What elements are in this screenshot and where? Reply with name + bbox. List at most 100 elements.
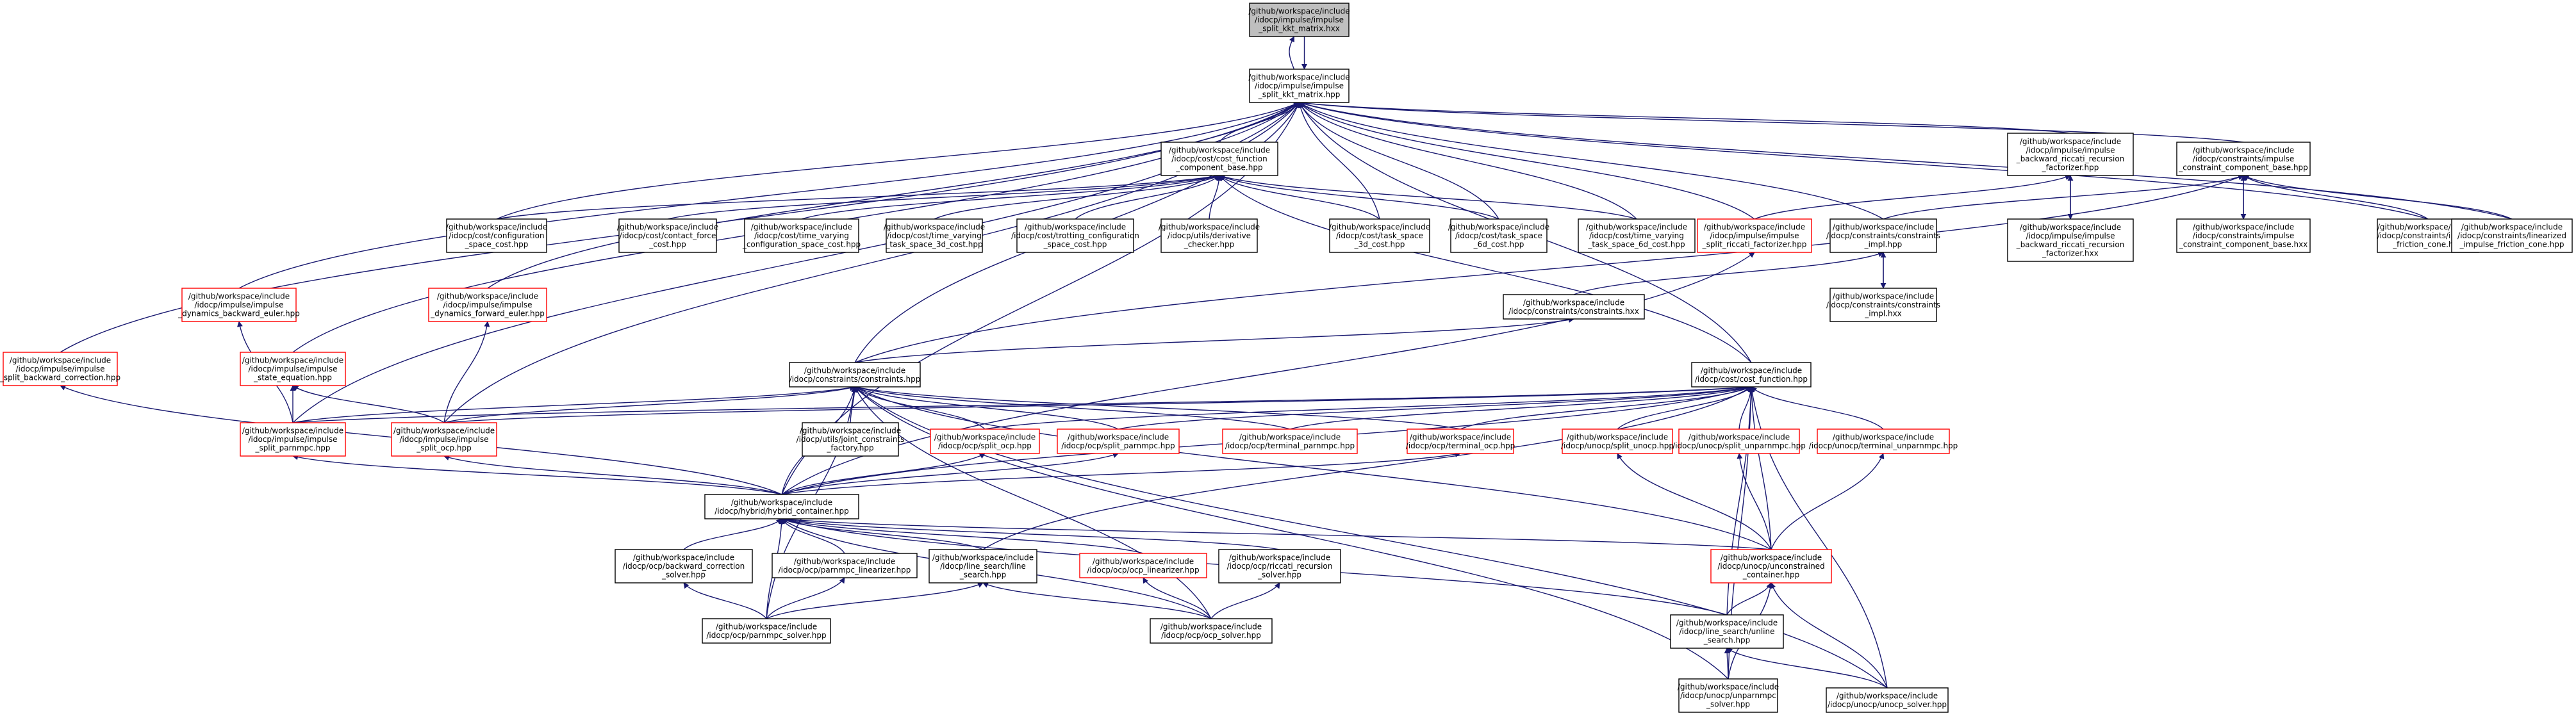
node-label-line: /github/workspace/include — [2020, 137, 2121, 146]
graph-node-n_isp[interactable]: /github/workspace/include/idocp/impulse/… — [240, 422, 346, 457]
graph-node-n_brf[interactable]: /github/workspace/include/idocp/impulse/… — [2007, 133, 2134, 176]
node-label-line: /idocp/impulse/impulse — [2026, 231, 2115, 240]
node-label-line: /github/workspace/include — [934, 432, 1036, 441]
edge-n_uc-to-n_cons — [854, 386, 1772, 550]
node-label-line: /idocp/cost/contact_force — [620, 231, 716, 240]
node-box — [1222, 428, 1358, 454]
node-box — [772, 553, 918, 578]
graph-node-n_bcs[interactable]: /github/workspace/include/idocp/ocp/back… — [615, 549, 753, 583]
graph-node-n_isrf[interactable]: /github/workspace/include/idocp/impulse/… — [1697, 218, 1812, 253]
graph-node-n_suocp[interactable]: /github/workspace/include/idocp/unocp/sp… — [1561, 428, 1674, 454]
graph-node-n_iso[interactable]: /github/workspace/include/idocp/impulse/… — [391, 422, 497, 457]
graph-node-n_tv6d[interactable]: /github/workspace/include/idocp/cost/tim… — [1578, 218, 1696, 253]
graph-node-n_dbe[interactable]: /github/workspace/include/idocp/impulse/… — [178, 288, 300, 322]
graph-node-n_chxx[interactable]: /github/workspace/include/idocp/constrai… — [1503, 294, 1645, 320]
node-box — [1407, 428, 1514, 454]
graph-node-n_ts6d[interactable]: /github/workspace/include/idocp/cost/tas… — [1448, 218, 1549, 253]
graph-node-n_jcf[interactable]: /github/workspace/include/idocp/utils/jo… — [797, 422, 905, 457]
node-label-line: _backward_riccati_recursion — [2016, 154, 2125, 163]
node-label-line: _space_cost.hpp — [465, 240, 529, 249]
graph-node-n_ts3d[interactable]: /github/workspace/include/idocp/cost/tas… — [1329, 218, 1430, 253]
graph-node-n_icb[interactable]: /github/workspace/include/idocp/constrai… — [2176, 142, 2311, 176]
node-label-line: _component_base.hpp — [1175, 163, 1262, 172]
graph-node-n_ocps[interactable]: /github/workspace/include/idocp/ocp/ocp_… — [1150, 618, 1273, 644]
edge-n_isp-to-n_cons — [292, 385, 855, 423]
graph-node-n_pml[interactable]: /github/workspace/include/idocp/ocp/parn… — [772, 553, 918, 578]
node-label-line: /idocp/impulse/impulse — [399, 435, 488, 444]
node-box — [1150, 618, 1273, 644]
graph-node-n_tunp[interactable]: /github/workspace/include/idocp/unocp/te… — [1809, 428, 1958, 454]
node-label-line: _impl.hpp — [1864, 240, 1903, 249]
graph-node-n_cimplhxx[interactable]: /github/workspace/include/idocp/constrai… — [1826, 288, 1940, 322]
node-label-line: /idocp/ocp/ocp_linearizer.hpp — [1087, 566, 1199, 575]
graph-node-n_cons[interactable]: /github/workspace/include/idocp/constrai… — [789, 362, 921, 388]
graph-node-n_unocps[interactable]: /github/workspace/include/idocp/unocp/un… — [1826, 687, 1949, 713]
edge-n_unocps-to-n_uc — [1770, 582, 1888, 689]
node-box — [1817, 428, 1950, 454]
node-box — [929, 549, 1037, 583]
node-label-line: /github/workspace/include — [1676, 619, 1778, 628]
node-box — [1057, 428, 1180, 454]
node-label-line: /github/workspace/include — [932, 553, 1034, 562]
graph-node-n_tvcfg[interactable]: /github/workspace/include/idocp/cost/tim… — [742, 218, 861, 253]
graph-node-n_hyb[interactable]: /github/workspace/include/idocp/hybrid/h… — [704, 494, 859, 519]
graph-node-n_uc[interactable]: /github/workspace/include/idocp/unocp/un… — [1710, 549, 1832, 583]
node-label-line: /github/workspace/include — [1068, 432, 1169, 441]
node-label-line: /github/workspace/include — [1159, 223, 1260, 232]
node-box — [1160, 142, 1278, 176]
graph-node-n_unpms[interactable]: /github/workspace/include/idocp/unocp/un… — [1678, 678, 1779, 713]
graph-node-n_tocp[interactable]: /github/workspace/include/idocp/ocp/term… — [1406, 428, 1515, 454]
graph-node-n_ccb[interactable]: /github/workspace/include/idocp/cost/cos… — [1160, 142, 1278, 176]
node-box — [1249, 69, 1350, 103]
node-label-line: /idocp/cost/time_varying — [1589, 231, 1684, 240]
edge-n_uc-to-n_sunp — [1737, 453, 1772, 550]
graph-node-n_tpar[interactable]: /github/workspace/include/idocp/ocp/term… — [1222, 428, 1358, 454]
graph-node-n_unls[interactable]: /github/workspace/include/idocp/line_sea… — [1670, 614, 1784, 649]
edge-n_ts6d-to-n_kkt — [1298, 102, 1499, 220]
graph-node-n_trot[interactable]: /github/workspace/include/idocp/cost/tro… — [1011, 218, 1139, 253]
node-label-line: _backward_riccati_recursion — [2016, 240, 2125, 249]
edge-n_spar-to-n_costf — [1118, 385, 1752, 430]
edge-n_tv6d-to-n_ccb — [1219, 174, 1637, 220]
node-label-line: /github/workspace/include — [1248, 7, 1350, 16]
graph-node-n_brfhxx[interactable]: /github/workspace/include/idocp/impulse/… — [2007, 218, 2134, 262]
node-label-line: _factory.hpp — [826, 444, 873, 453]
graph-node-n_rrs[interactable]: /github/workspace/include/idocp/ocp/ricc… — [1218, 549, 1341, 583]
graph-node-n_ocpl[interactable]: /github/workspace/include/idocp/ocp/ocp_… — [1079, 553, 1207, 578]
node-box — [1826, 687, 1949, 713]
graph-node-n_sunp[interactable]: /github/workspace/include/idocp/unocp/sp… — [1672, 428, 1806, 454]
graph-node-n_seq[interactable]: /github/workspace/include/idocp/impulse/… — [240, 352, 346, 386]
graph-node-n_pms[interactable]: /github/workspace/include/idocp/ocp/parn… — [702, 618, 831, 644]
graph-node-root: /github/workspace/include/idocp/impulse/… — [1248, 3, 1350, 37]
node-box — [744, 218, 859, 253]
graph-node-n_lin[interactable]: /github/workspace/include/idocp/constrai… — [2451, 218, 2573, 253]
node-label-line: /idocp/cost/task_space — [1455, 231, 1542, 240]
graph-node-n_socp[interactable]: /github/workspace/include/idocp/ocp/spli… — [930, 428, 1040, 454]
graph-node-n_kkt[interactable]: /github/workspace/include/idocp/impulse/… — [1248, 69, 1350, 103]
node-box — [1503, 294, 1645, 320]
node-box — [1218, 549, 1341, 583]
graph-node-n_dfe[interactable]: /github/workspace/include/idocp/impulse/… — [428, 288, 547, 322]
graph-node-n_cfc[interactable]: /github/workspace/include/idocp/cost/con… — [617, 218, 718, 253]
edge-n_rrs-to-n_hyb — [781, 517, 1280, 550]
graph-node-n_tv3d[interactable]: /github/workspace/include/idocp/cost/tim… — [884, 218, 985, 253]
node-label-line: /github/workspace/include — [10, 356, 111, 365]
graph-node-n_deriv[interactable]: /github/workspace/include/idocp/utils/de… — [1159, 218, 1260, 253]
graph-node-n_cimpl[interactable]: /github/workspace/include/idocp/constrai… — [1826, 218, 1940, 253]
edge-n_uc-to-n_hyb — [781, 516, 1772, 550]
edge-n_uc-to-n_tunp — [1771, 453, 1885, 550]
graph-node-n_lsh[interactable]: /github/workspace/include/idocp/line_sea… — [929, 549, 1037, 583]
graph-node-n_costf[interactable]: /github/workspace/include/idocp/cost/cos… — [1691, 362, 1812, 388]
node-label-line: /idocp/line_search/unline — [1679, 627, 1774, 636]
edge-n_pms-to-n_pml — [766, 577, 845, 619]
edge-n_ts3d-to-n_kkt — [1297, 102, 1380, 220]
edge-n_hyb-to-n_iso — [443, 455, 782, 495]
graph-node-n_cfg[interactable]: /github/workspace/include/idocp/cost/con… — [446, 218, 547, 253]
node-label-line: _friction_cone.hpp — [2392, 240, 2463, 249]
graph-node-n_sbc[interactable]: /github/workspace/include/idocp/impulse/… — [0, 352, 120, 386]
node-label-line: /idocp/constraints/constraints — [1826, 300, 1940, 309]
node-box — [1678, 428, 1800, 454]
graph-node-n_spar[interactable]: /github/workspace/include/idocp/ocp/spli… — [1057, 428, 1180, 454]
node-label-line: _split_kkt_matrix.hpp — [1258, 90, 1341, 99]
graph-node-n_icbhxx[interactable]: /github/workspace/include/idocp/constrai… — [2176, 218, 2311, 253]
